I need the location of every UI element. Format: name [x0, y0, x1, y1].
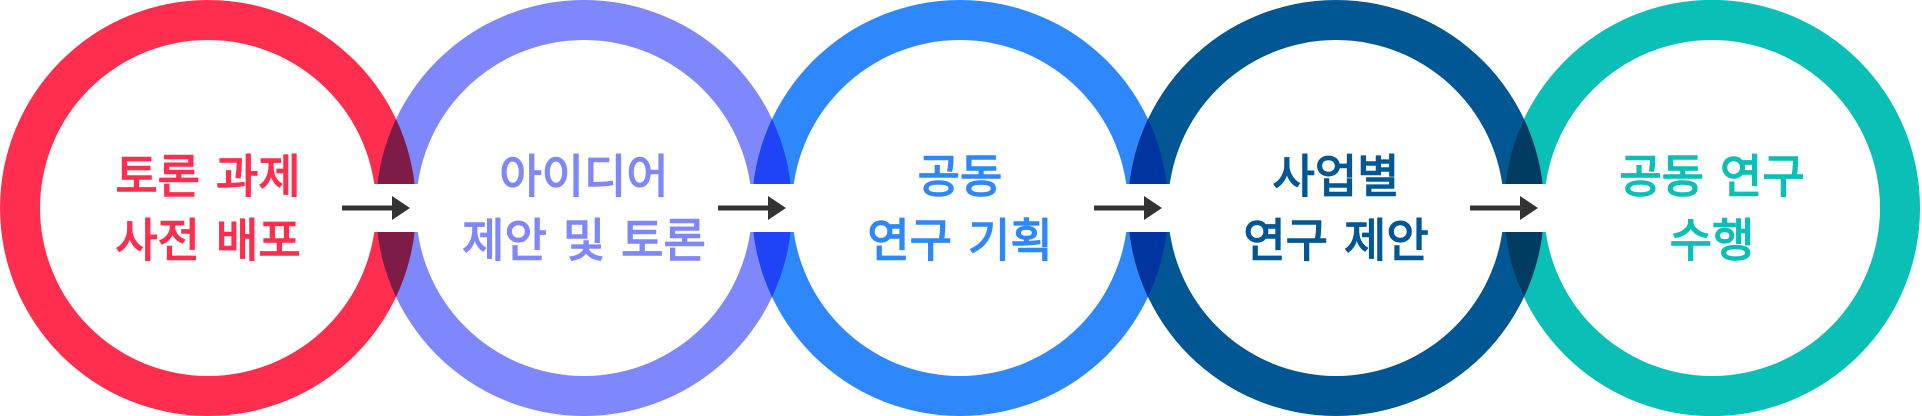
step-3-line-1: 공동 — [918, 150, 1003, 204]
step-5-line-2: 수행 — [1670, 214, 1755, 268]
step-2-line-2: 제안 및 토론 — [462, 214, 706, 268]
arrow-right-icon — [342, 196, 410, 220]
step-4-line-1: 사업별 — [1273, 150, 1400, 204]
step-1-line-1: 토론 과제 — [115, 150, 300, 204]
step-2-line-1: 아이디어 — [499, 150, 668, 204]
arrow-right-icon — [1094, 196, 1162, 220]
step-4-label: 사업별 연구 제안 — [1243, 150, 1428, 268]
step-5-line-1: 공동 연구 — [1619, 150, 1804, 204]
labels-layer: 토론 과제 사전 배포 아이디어 제안 및 토론 공동 연구 기획 사업별 연구… — [115, 150, 1804, 268]
arrows-layer — [342, 196, 1538, 220]
step-1-label: 토론 과제 사전 배포 — [115, 150, 300, 268]
arrow-right-icon — [718, 196, 786, 220]
step-2-label: 아이디어 제안 및 토론 — [462, 150, 706, 268]
step-5-label: 공동 연구 수행 — [1619, 150, 1804, 268]
arrow-right-icon — [1470, 196, 1538, 220]
step-1-line-2: 사전 배포 — [115, 214, 300, 268]
step-4-line-2: 연구 제안 — [1243, 214, 1428, 268]
step-3-label: 공동 연구 기획 — [867, 150, 1052, 268]
step-3-line-2: 연구 기획 — [867, 214, 1052, 268]
